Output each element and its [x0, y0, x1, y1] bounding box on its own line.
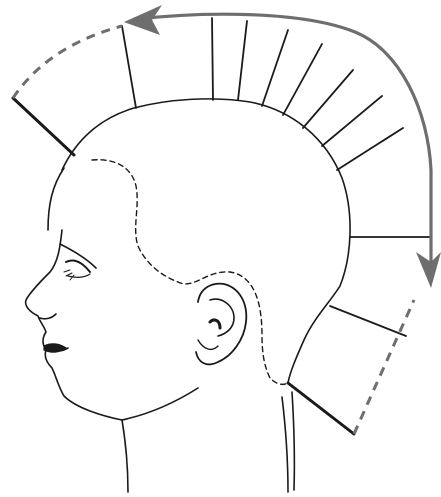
face-profile: [26, 230, 122, 420]
ear-lobe: [198, 340, 218, 349]
jaw-line: [122, 388, 198, 420]
section-line: [330, 306, 406, 336]
ear-inner: [210, 299, 234, 336]
ear-canal: [210, 320, 220, 328]
neck-back: [282, 397, 288, 492]
eyelashes: [64, 270, 74, 280]
section-line: [238, 21, 247, 100]
section-guide-lines: [122, 18, 431, 336]
parting-lines: [13, 98, 354, 434]
nape-dashed-line: [354, 300, 414, 434]
front-parting-line: [13, 98, 74, 155]
section-line: [303, 70, 353, 128]
lower-eyelid: [68, 274, 90, 277]
section-line: [283, 44, 322, 115]
section-line: [337, 128, 403, 170]
head-outline: [26, 99, 350, 492]
nostril-line: [40, 314, 56, 319]
section-line: [212, 18, 213, 100]
section-line: [122, 26, 136, 108]
section-line: [322, 96, 382, 146]
arrowhead-down-icon: [416, 252, 441, 288]
cranium-outline: [62, 99, 350, 383]
neck-back-inner: [292, 392, 294, 490]
arrowhead-left-icon: [124, 5, 162, 35]
eyebrow: [60, 244, 96, 268]
hairline-dashed: [92, 160, 288, 385]
ear-outer: [196, 284, 246, 365]
neck-front: [122, 420, 128, 492]
ear: [196, 284, 246, 365]
nape-parting-line: [288, 383, 354, 434]
front-dashed-arc: [13, 26, 122, 98]
eye: [60, 244, 96, 280]
section-line: [262, 30, 288, 106]
hairline: [92, 160, 288, 385]
forehead-curve: [48, 168, 64, 230]
